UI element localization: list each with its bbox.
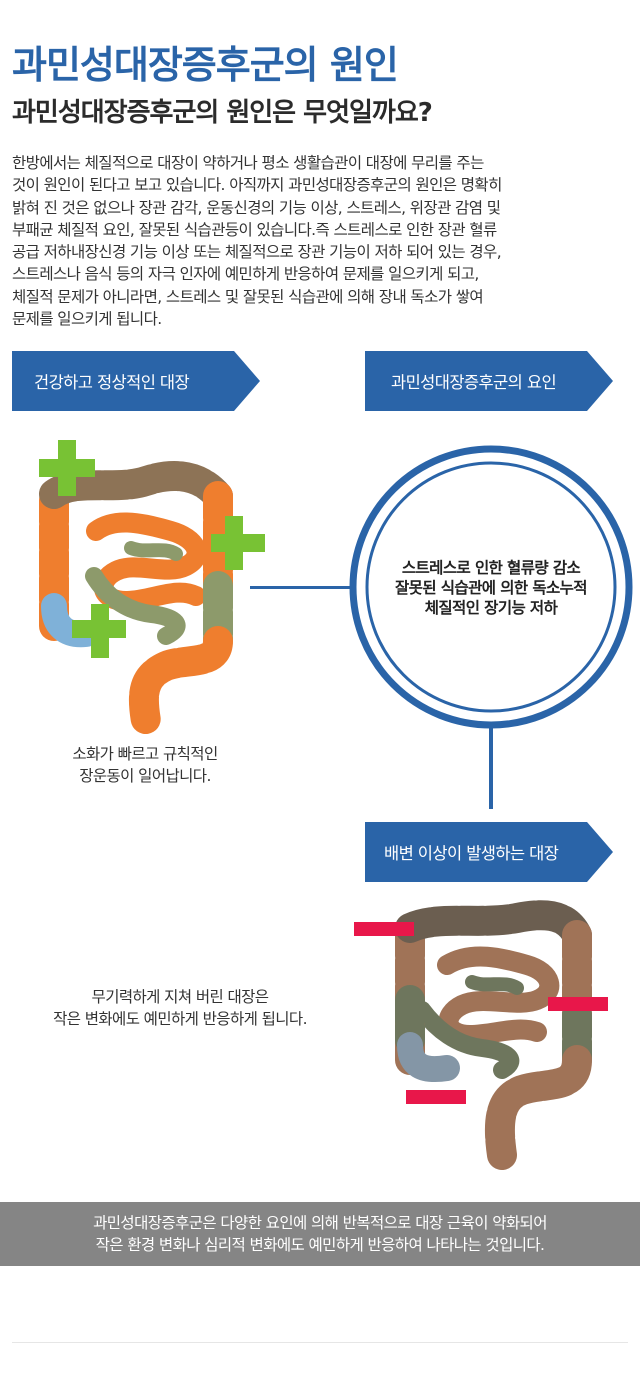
ribbon-label: 과민성대장증후군의 요인 [391, 373, 557, 392]
intro-line: 밝혀 진 것은 없으나 장관 감각, 운동신경의 기능 이상, 스트레스, 위장… [12, 198, 501, 217]
minus-icon [406, 1090, 466, 1104]
intro-paragraph: 한방에서는 체질적으로 대장이 약하거나 평소 생활습관이 대장에 무리를 주는… [12, 152, 628, 330]
ribbon-arrow-icon [365, 822, 613, 882]
ribbon-healthy-colon: 건강하고 정상적인 대장 [12, 351, 260, 411]
ribbon-label: 배변 이상이 발생하는 대장 [384, 844, 559, 863]
ribbon-abnormal-colon: 배변 이상이 발생하는 대장 [365, 822, 613, 882]
intro-line: 문제를 일으키게 됩니다. [12, 310, 162, 329]
minus-icon [354, 922, 414, 936]
cause-item: 잘못된 식습관에 의한 독소누적 [395, 579, 588, 597]
ribbon-arrow-icon [365, 351, 613, 411]
connector-line [489, 727, 493, 809]
healthy-colon-illustration [39, 440, 265, 736]
intro-line: 스트레스나 음식 등의 자극 인자에 예민하게 반응하여 문제를 일으키게 되고… [12, 265, 479, 284]
summary-banner: 과민성대장증후군은 다양한 요인에 의해 반복적으로 대장 근육이 약화되어 작… [0, 1202, 640, 1266]
causes-list: 스트레스로 인한 혈류량 감소 잘못된 식습관에 의한 독소누적 체질적인 장기… [349, 558, 633, 618]
page-subtitle: 과민성대장증후군의 원인은 무엇일까요? [12, 98, 433, 128]
tired-caption: 무기력하게 지쳐 버린 대장은 작은 변화에도 예민하게 반응하게 됩니다. [53, 988, 307, 1028]
cause-item: 체질적인 장기능 저하 [424, 599, 558, 617]
healthy-caption: 소화가 빠르고 규칙적인 장운동이 일어납니다. [72, 745, 218, 785]
page-title: 과민성대장증후군의 원인 [12, 43, 399, 87]
cause-item: 스트레스로 인한 혈류량 감소 [401, 559, 581, 577]
intro-line: 공급 저하내장신경 기능 이상 또는 체질적으로 장관 기능이 저하 되어 있는… [12, 243, 502, 262]
intro-line: 것이 원인이 된다고 보고 있습니다. 아직까지 과민성대장증후군의 원인은 명… [12, 176, 502, 195]
ribbon-arrow-icon [12, 351, 260, 411]
sick-colon-illustration [354, 900, 608, 1170]
intro-line: 체질적 문제가 아니라면, 스트레스 및 잘못된 식습관에 의해 장내 독소가 … [12, 287, 484, 306]
intro-line: 한방에서는 체질적으로 대장이 약하거나 평소 생활습관이 대장에 무리를 주는 [12, 154, 484, 172]
connector-line [250, 586, 350, 589]
causes-circle [349, 445, 633, 729]
plus-icon [211, 516, 265, 570]
minus-icon [548, 997, 608, 1011]
plus-icon [72, 604, 126, 658]
ribbon-ibs-causes: 과민성대장증후군의 요인 [365, 351, 613, 411]
bottom-divider [12, 1342, 628, 1343]
ribbon-label: 건강하고 정상적인 대장 [34, 373, 190, 392]
plus-icon [39, 440, 95, 496]
intro-line: 부패균 체질적 요인, 잘못된 식습관등이 있습니다.즉 스트레스로 인한 장관… [12, 220, 497, 239]
